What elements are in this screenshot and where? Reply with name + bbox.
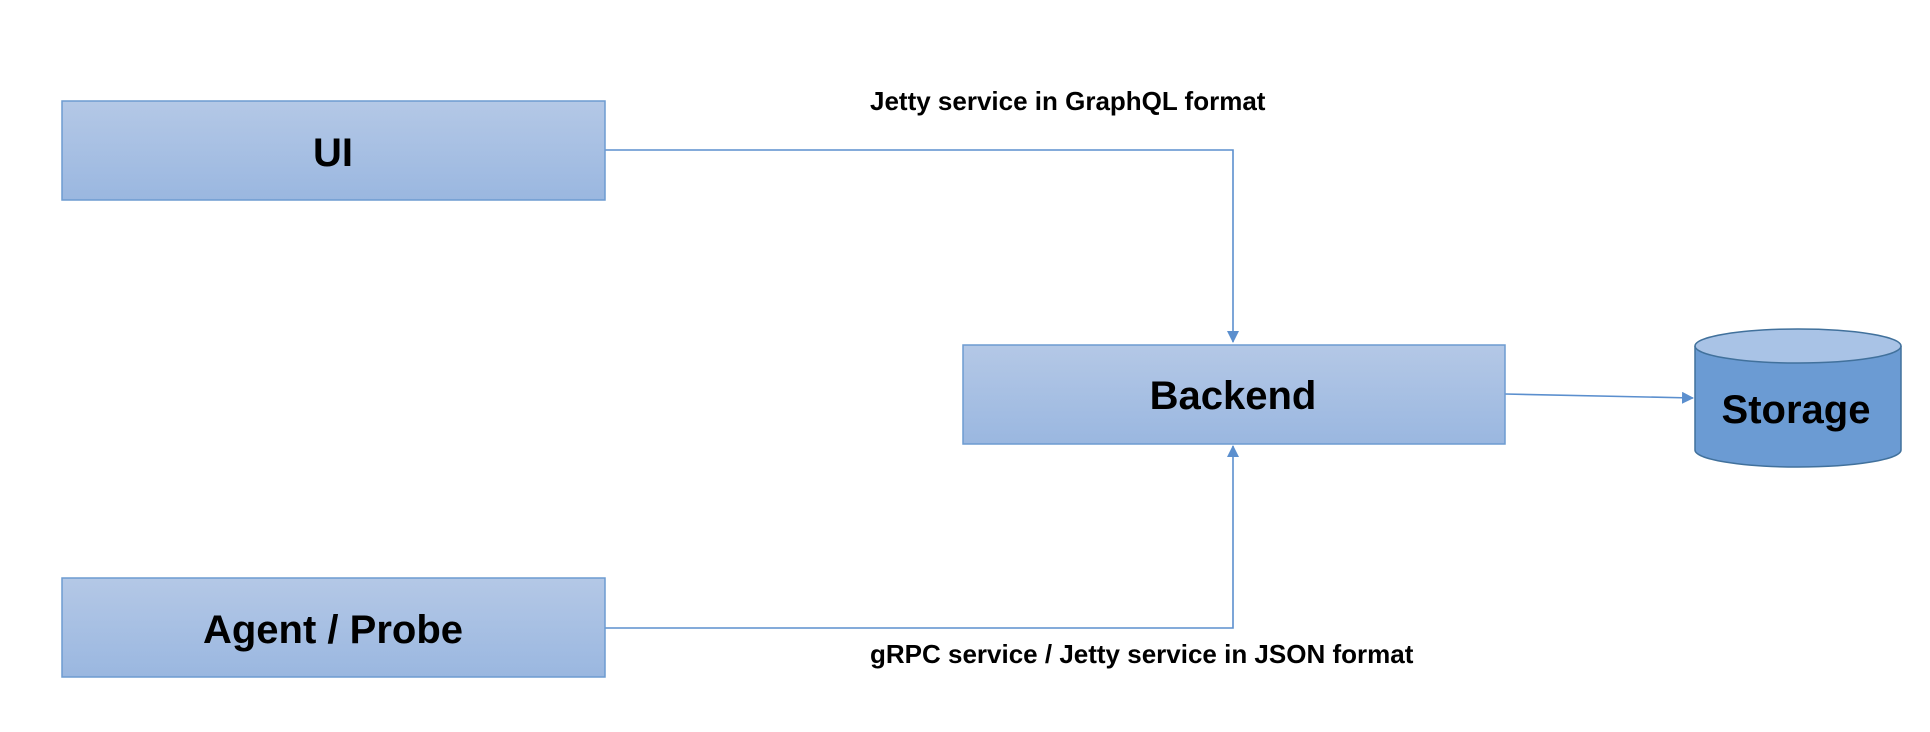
storage-cylinder: Storage [1694, 328, 1902, 468]
agent-probe-node-label: Agent / Probe [203, 608, 463, 652]
connector-ui-to-backend [605, 149, 1239, 343]
connector-backend-to-storage [1504, 391, 1694, 404]
connector-agent-to-backend [605, 445, 1239, 629]
ui-node: UI [61, 100, 606, 201]
ui-backend-edge-label: Jetty service in GraphQL format [870, 86, 1266, 116]
agent-backend-edge-label: gRPC service / Jetty service in JSON for… [870, 639, 1414, 669]
backend-node: Backend [962, 344, 1506, 445]
ui-node-label: UI [313, 131, 353, 175]
agent-probe-node: Agent / Probe [61, 577, 606, 678]
backend-node-label: Backend [1150, 374, 1317, 418]
storage-node-label: Storage [1722, 388, 1871, 432]
